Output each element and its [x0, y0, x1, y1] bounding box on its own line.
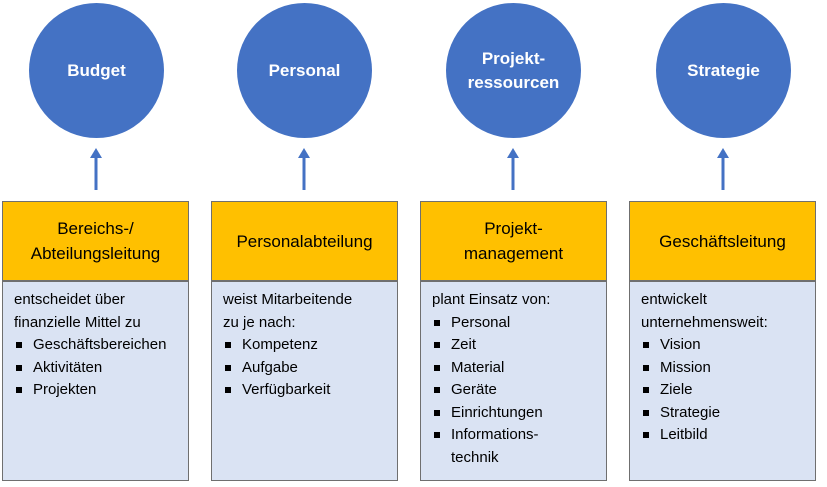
list-item: Vision [641, 334, 815, 357]
list-item-label: Verfügbarkeit [242, 381, 331, 398]
list-item: Ziele [641, 379, 815, 402]
bullet-icon [16, 387, 22, 393]
bullet-icon [16, 342, 22, 348]
circle-personal: Personal [237, 3, 372, 138]
circle-projektressourcen: Projekt- ressourcen [446, 3, 581, 138]
list-item-label: Projekten [33, 381, 97, 398]
circle-strategie: Strategie [656, 3, 791, 138]
list-item: Einrichtungen [432, 402, 606, 425]
bullet-icon [434, 387, 440, 393]
list-item: Material [432, 357, 606, 380]
bullet-icon [643, 342, 649, 348]
list-item: Aktivitäten [14, 357, 188, 380]
body-personalabteilung: weist Mitarbeitende zu je nach: Kompeten… [211, 281, 398, 481]
bullet-icon [434, 319, 440, 326]
intro-text: entwickelt unternehmensweit: [641, 291, 768, 331]
bullet-icon [434, 432, 440, 438]
intro-text: plant Einsatz von: [432, 291, 551, 308]
list-item: Leitbild [641, 424, 815, 447]
arrow-up-icon [507, 148, 519, 190]
body-geschaeftsleitung: entwickelt unternehmensweit: Vision Miss… [629, 281, 816, 481]
bullet-icon [643, 364, 649, 371]
list-item: Aufgabe [223, 357, 397, 380]
bullet-icon [225, 387, 231, 393]
list-item-label: Mission [660, 358, 711, 376]
list-item-label: Aufgabe [242, 358, 298, 376]
list-item: Verfügbarkeit [223, 379, 397, 402]
list-item: Kompetenz [223, 334, 397, 357]
list-item-label: Geräte [451, 381, 497, 398]
bullet-icon [225, 342, 231, 348]
intro-text: weist Mitarbeitende zu je nach: [223, 291, 353, 331]
list-item: Projekten [14, 379, 188, 402]
list-item-label: Aktivitäten [33, 358, 103, 376]
bullet-icon [434, 342, 440, 348]
bullet-list: Geschäftsbereichen Aktivitäten Projekten [14, 334, 188, 402]
header-geschaeftsleitung: Geschäftsleitung [629, 201, 816, 281]
bullet-icon [434, 364, 440, 371]
bullet-icon [643, 409, 649, 416]
list-item-label: Geschäftsbereichen [33, 336, 167, 353]
bullet-icon [434, 409, 440, 416]
list-item-label: Leitbild [660, 426, 708, 443]
circle-budget: Budget [29, 3, 164, 138]
list-item: Zeit [432, 334, 606, 357]
body-bereichsleitung: entscheidet über finanzielle Mittel zu G… [2, 281, 189, 481]
bullet-list: Personal Zeit Material Geräte Einrichtun… [432, 312, 606, 470]
list-item: Personal [432, 312, 606, 335]
body-projektmanagement: plant Einsatz von: Personal Zeit Materia… [420, 281, 607, 481]
arrow-up-icon [717, 148, 729, 190]
header-personalabteilung: Personalabteilung [211, 201, 398, 281]
header-projektmanagement: Projekt- management [420, 201, 607, 281]
arrow-up-icon [298, 148, 310, 190]
arrow-up-icon [90, 148, 102, 190]
header-bereichsleitung: Bereichs-/ Abteilungsleitung [2, 201, 189, 281]
list-item: Informations- technik [432, 424, 606, 469]
intro-text: entscheidet über finanzielle Mittel zu [14, 291, 141, 331]
bullet-icon [643, 432, 649, 438]
list-item-label: Personal [451, 313, 511, 331]
bullet-icon [643, 387, 649, 393]
list-item-label: Vision [660, 336, 701, 353]
list-item-label: Informations- technik [451, 426, 539, 466]
list-item-label: Material [451, 358, 505, 376]
list-item-label: Kompetenz [242, 336, 318, 353]
list-item-label: Einrichtungen [451, 403, 543, 421]
list-item-label: Strategie [660, 403, 721, 421]
bullet-list: Kompetenz Aufgabe Verfügbarkeit [223, 334, 397, 402]
list-item: Mission [641, 357, 815, 380]
list-item: Strategie [641, 402, 815, 425]
bullet-icon [16, 364, 22, 371]
bullet-icon [225, 364, 231, 371]
list-item: Geschäftsbereichen [14, 334, 188, 357]
list-item: Geräte [432, 379, 606, 402]
list-item-label: Zeit [451, 336, 477, 353]
list-item-label: Ziele [660, 381, 693, 398]
bullet-list: Vision Mission Ziele Strategie Leitbild [641, 334, 815, 447]
